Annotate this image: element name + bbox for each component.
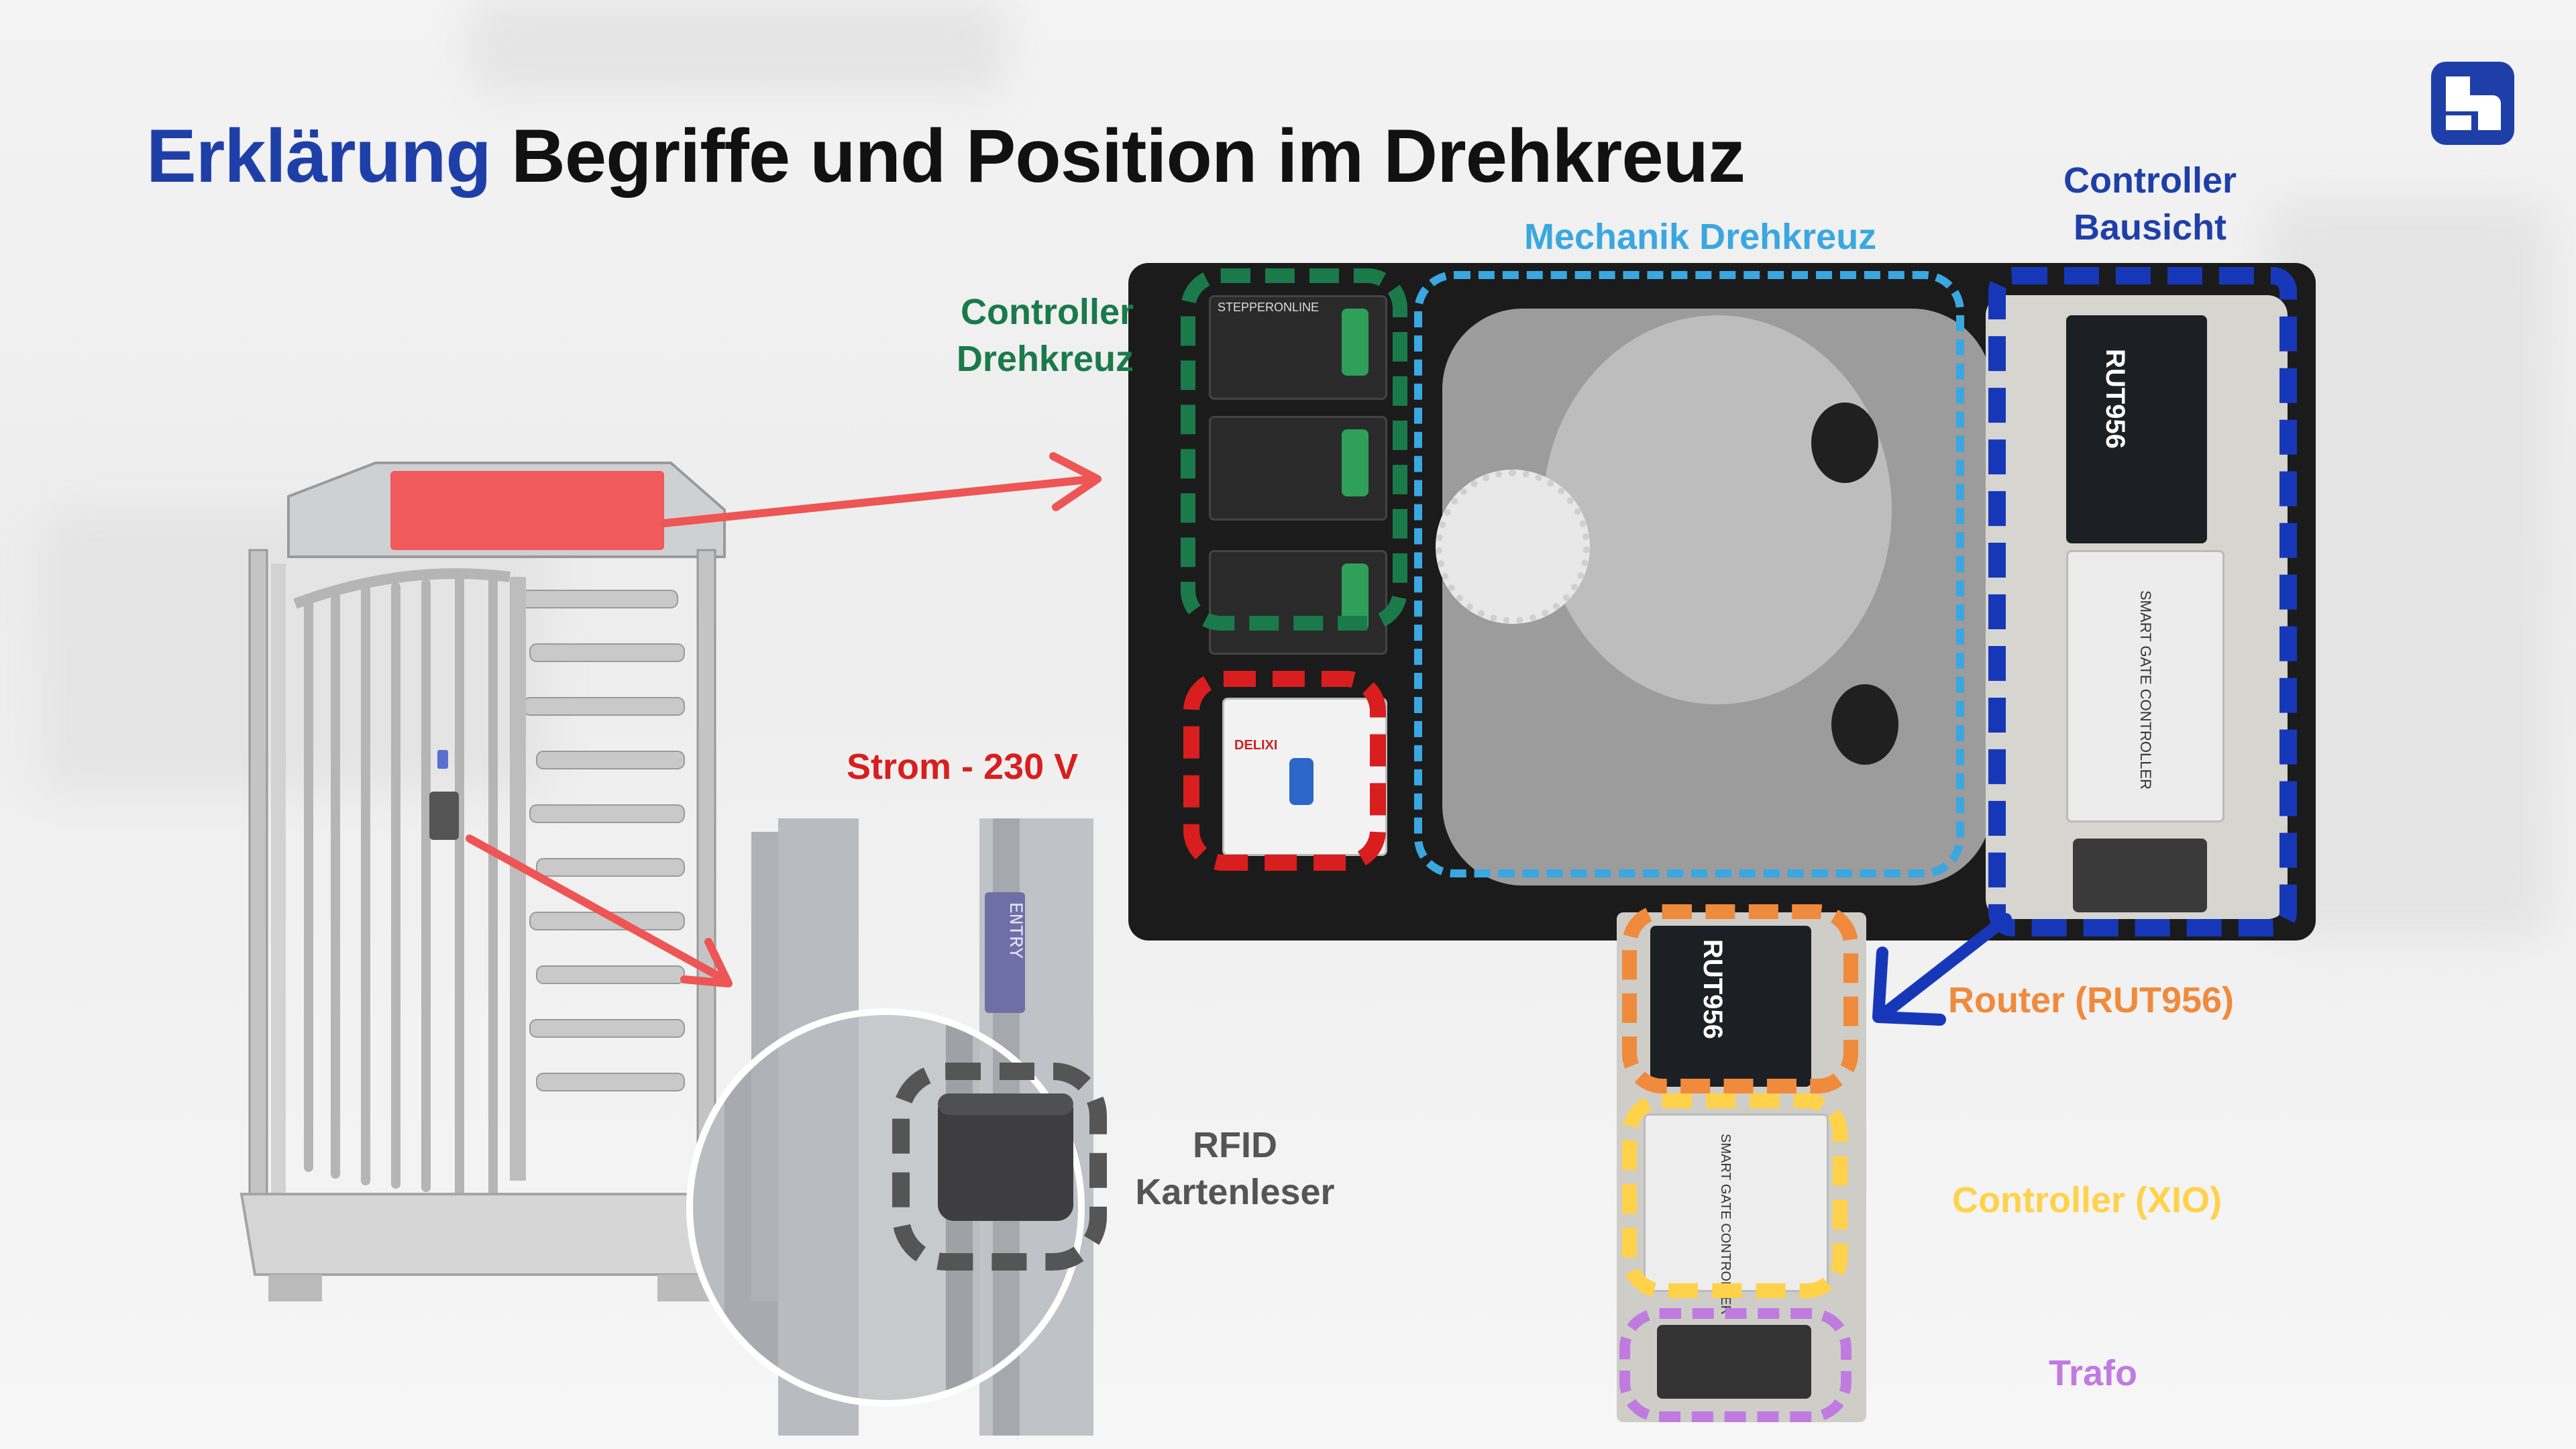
router-device [2066, 315, 2207, 543]
entry-plate [985, 892, 1025, 1013]
title-accent: Erklärung [146, 114, 492, 198]
background-shape [470, 0, 1006, 94]
motor [1831, 684, 1898, 765]
highlight-controller-bausicht [1988, 267, 2297, 936]
label-mechanik: Mechanik Drehkreuz [1524, 217, 1877, 257]
highlight-controller-drehkreuz [1181, 268, 1407, 631]
label-controller-drehkreuz: Controller Drehkreuz [956, 292, 1134, 379]
detail-transformer [1657, 1325, 1811, 1399]
highlight-trafo [1619, 1308, 1851, 1422]
card-reader [938, 1093, 1073, 1221]
arrow-display-to-box [660, 475, 1097, 527]
label-strom: Strom - 230 V [847, 747, 1079, 787]
detail-router [1650, 926, 1811, 1087]
arrow-bausicht-to-detail [1879, 913, 2012, 1019]
highlight-mechanik [1414, 271, 1964, 877]
breaker-switch [1289, 758, 1313, 805]
title-rest: Begriffe und Position im Drehkreuz [511, 114, 1746, 198]
label-trafo: Trafo [2049, 1353, 2138, 1393]
label-rfid: RFID Kartenleser [1135, 1125, 1335, 1212]
mechanism-disc [1543, 315, 1892, 704]
arrow-reader-to-magnifier [466, 835, 729, 983]
highlight-strom [1183, 671, 1386, 871]
detail-router-label: RUT956 [1698, 939, 1727, 1039]
detail-xio-label: SMART GATE CONTROLLER [1718, 1134, 1733, 1316]
highlight-controller-xio [1622, 1093, 1847, 1298]
label-controller-bausicht: Controller Bausicht [2063, 160, 2237, 248]
page-title: Erklärung Begriffe und Position im Drehk… [146, 113, 1746, 199]
display-highlight [390, 471, 664, 550]
label-controller-xio: Controller (XIO) [1952, 1180, 2222, 1220]
gear-wheel [1436, 470, 1590, 624]
motor [1811, 402, 1878, 483]
label-router: Router (RUT956) [1948, 980, 2235, 1020]
xio-controller [2066, 550, 2224, 822]
terminal-block [1342, 309, 1368, 376]
detail-xio [1644, 1114, 1829, 1292]
magnifier-ring [686, 1008, 1085, 1407]
entry-plate-text: ENTRY [1004, 902, 1025, 959]
brand-logo [2431, 62, 2514, 145]
xio-label: SMART GATE CONTROLLER [2137, 590, 2154, 790]
router-label: RUT956 [2100, 349, 2130, 449]
highlight-router [1622, 904, 1858, 1093]
transformer [2073, 839, 2207, 912]
brand-logo-mark [2446, 76, 2501, 130]
terminal-block [1342, 429, 1368, 496]
breaker-label: DELIXI [1234, 738, 1278, 753]
stepper-label: STEPPERONLINE [1218, 301, 1320, 314]
